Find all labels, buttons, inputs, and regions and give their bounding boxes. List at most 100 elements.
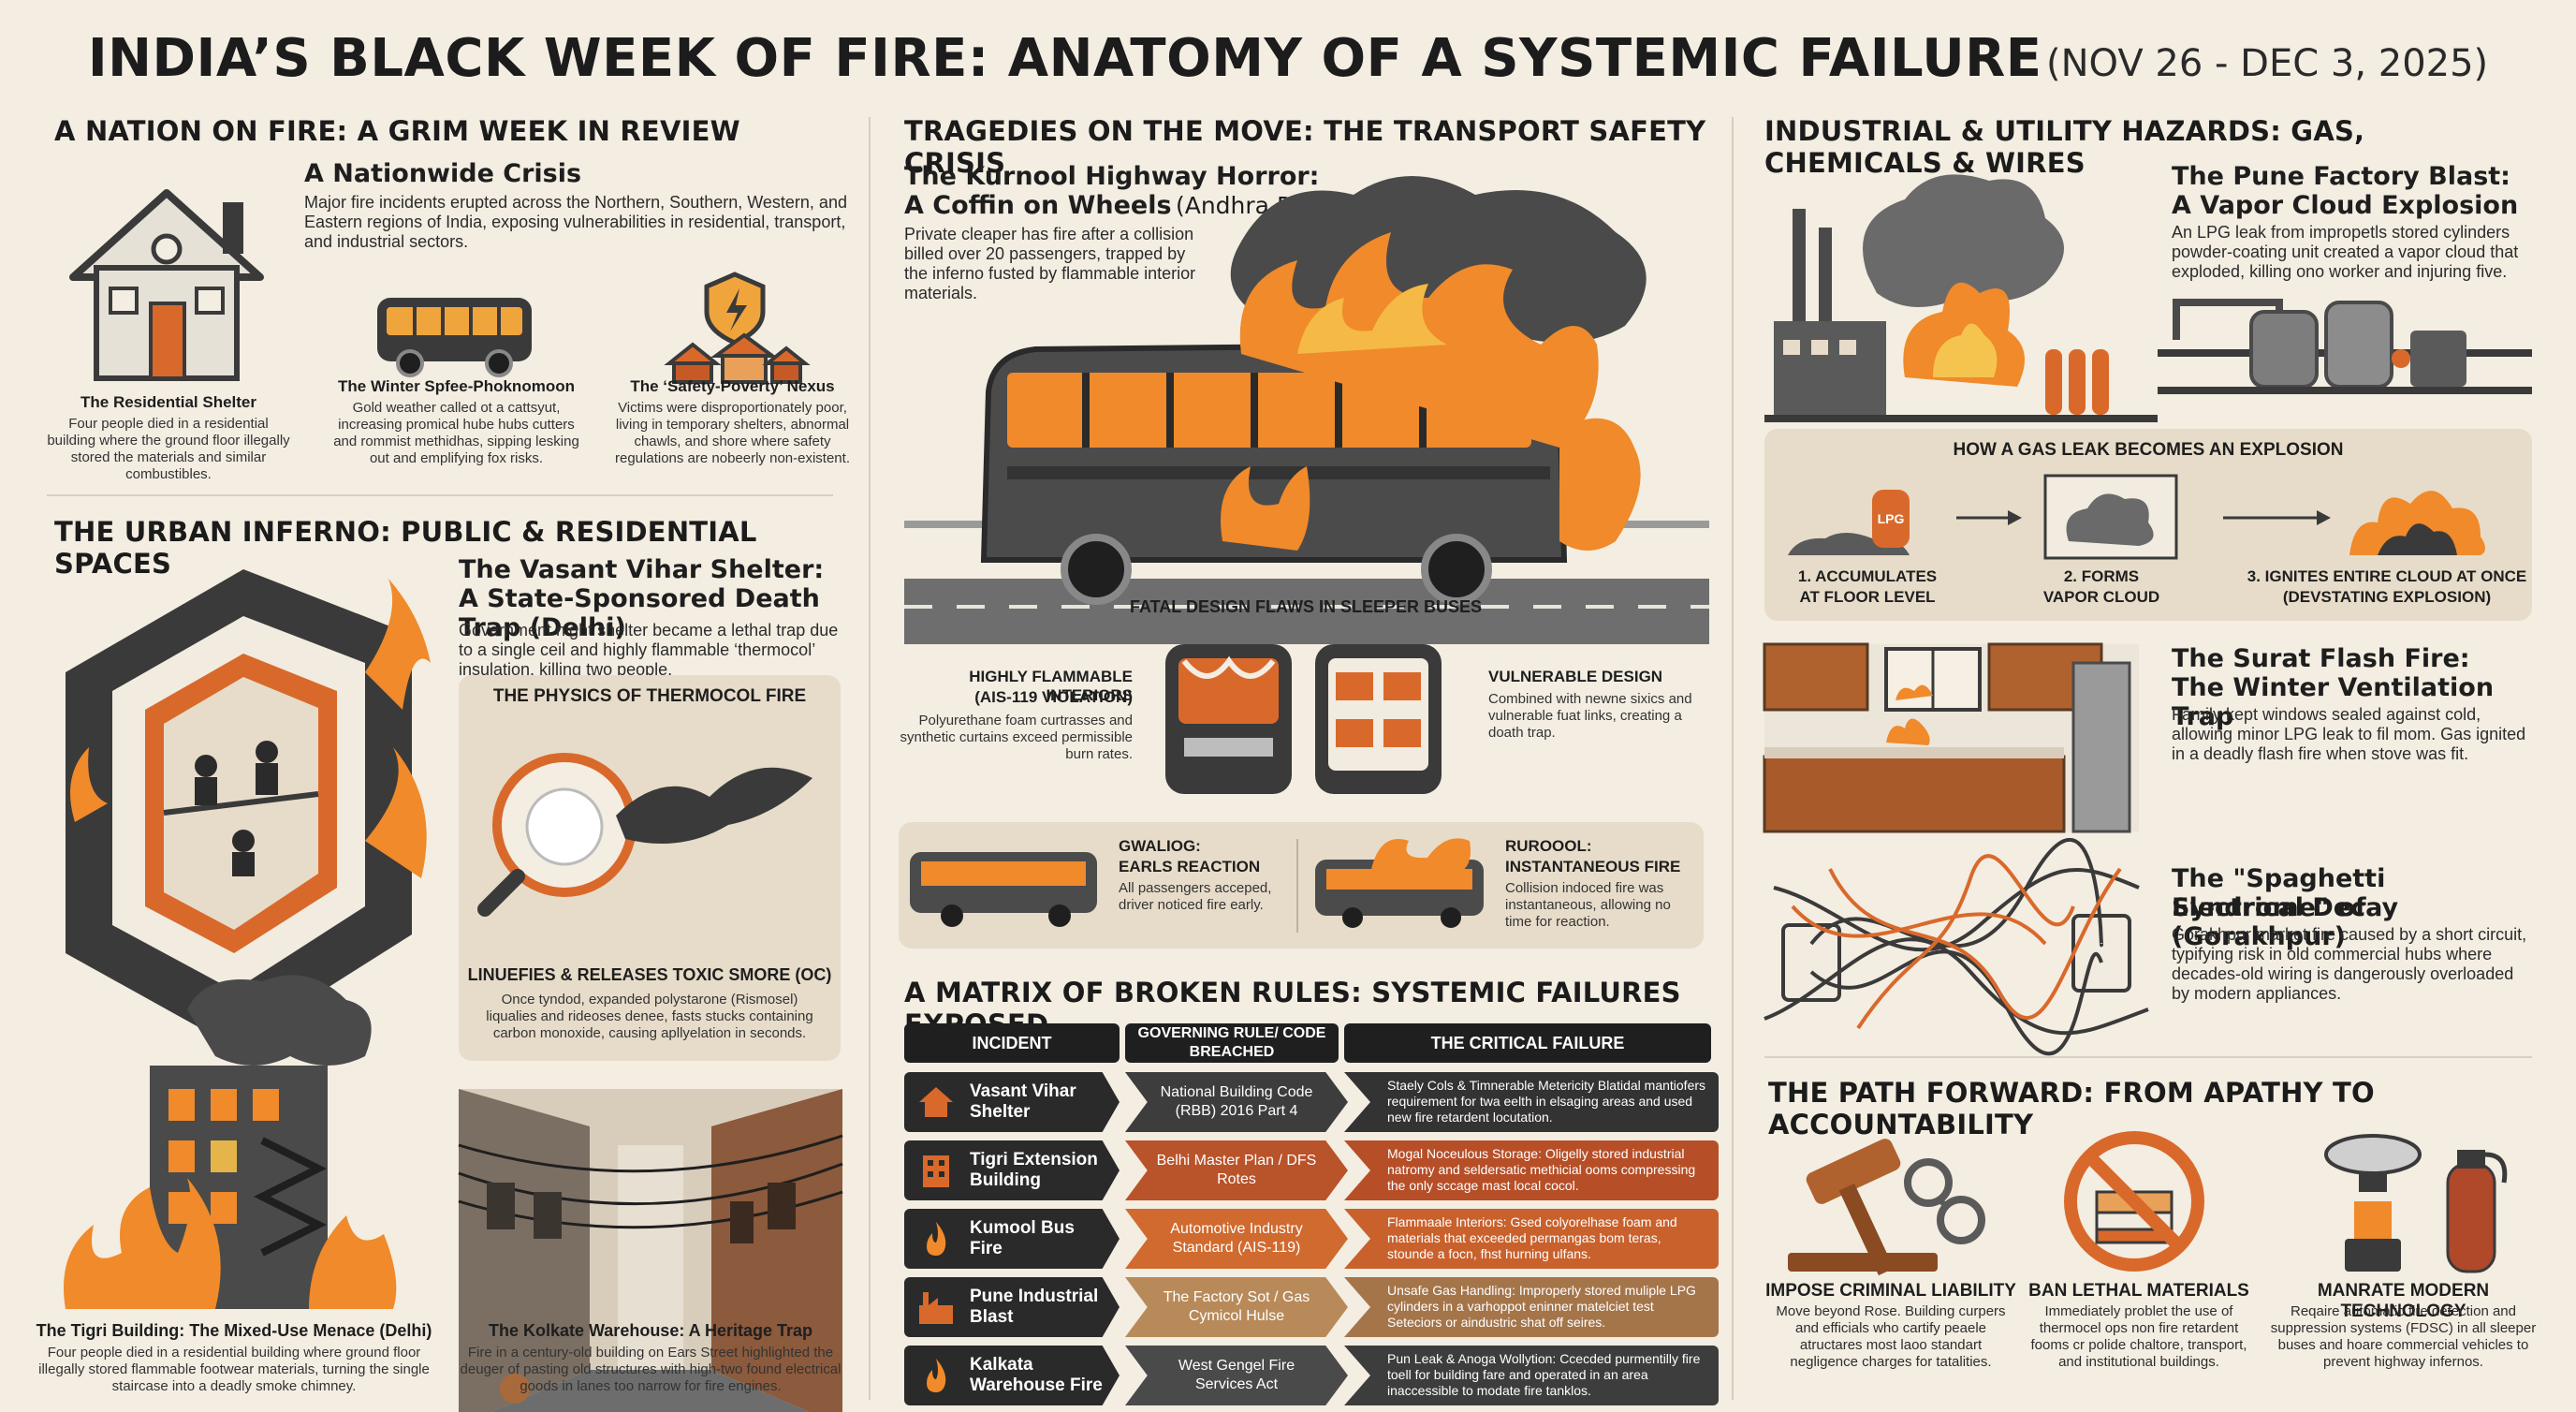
section-heading-nation: A NATION ON FIRE: A GRIM WEEK IN REVIEW (54, 115, 740, 147)
matrix-cell-incident: Vasant Vihar Shelter (904, 1072, 1120, 1132)
section-divider (1764, 1056, 2532, 1058)
thermocol-physics-subheading: LINUEFIES & RELEASES TOXIC SMORE (OC) (467, 965, 832, 984)
thermocol-physics-text: Once tyndod, expanded polystarone (Rismo… (486, 992, 813, 1041)
crisis-title: A Nationwide Crisis (304, 159, 582, 188)
vasant-title-1: The Vasant Vihar Shelter: (459, 555, 825, 584)
title-dates: (NOV 26 - DEC 3, 2025) (2046, 42, 2489, 85)
flame-icon (927, 1359, 946, 1392)
ban-materials-icon (2064, 1131, 2204, 1272)
matrix-cell-incident: Tigri Extension Building (904, 1140, 1120, 1200)
kurnool-title-1: The Kurnool Highway Horror: (904, 162, 1320, 191)
matrix-cell-incident: Kumool Bus Fire (904, 1209, 1120, 1269)
kolkata-alley-illustration (458, 1089, 843, 1412)
matrix-cell-failure: Staely Cols & Timnerable Metericity Blat… (1344, 1072, 1719, 1132)
compare-right-text: Collision indoced fire was instantaneous… (1505, 880, 1671, 930)
item-title-nexus: The ‘Safety-Poverty’ Nexus (630, 377, 835, 395)
kitchen-illustration (1763, 642, 2139, 833)
forward-text-ban: Immediately problet the use of thermocel… (2030, 1303, 2247, 1370)
spaghetti-title-1: The "Spaghetti Syndrome" of (2172, 864, 2386, 922)
house-icon (919, 1087, 953, 1117)
section-heading-industrial: INDUSTRIAL & UTILITY HAZARDS: GAS, CHEMI… (1764, 115, 2365, 179)
shelter-cutaway-illustration (66, 569, 431, 1047)
compare-right-title-2: INSTANTANEOUS FIRE (1505, 858, 1681, 875)
column-divider (869, 117, 871, 1400)
matrix-incident-label: Pune Industrial Blast (970, 1287, 1099, 1327)
bus-icon (377, 298, 532, 377)
column-transport: TRAGEDIES ON THE MOVE: THE TRANSPORT SAF… (899, 110, 1719, 1405)
matrix-cell-incident: Kalkata Warehouse Fire (904, 1346, 1120, 1405)
item-title-residential: The Residential Shelter (80, 393, 256, 411)
gas-step-3-line2: (DEVSTATING EXPLOSION) (2282, 588, 2492, 606)
table-row: Pune Industrial Blast The Factory Sot / … (904, 1277, 1719, 1337)
comparison-divider (1296, 839, 1298, 933)
house-icon (69, 189, 264, 381)
matrix-incident-label: Kumool Bus Fire (970, 1218, 1075, 1258)
forward-heading: THE PATH FORWARD: FROM APATHY TO ACCOUNT… (1768, 1077, 2375, 1140)
matrix-incident-label: Tigri Extension Building (970, 1150, 1098, 1190)
gas-leak-steps-diagram: LPG (1788, 474, 2485, 560)
flaw-right-title: VULNERABLE DESIGN (1488, 668, 1663, 685)
matrix-col-incident: INCIDENT (904, 1023, 1120, 1063)
vasant-text: Government night shelter became a lethal… (459, 621, 839, 679)
kurnool-title-2: A Coffin on Wheels (904, 191, 1172, 220)
tigri-text: Four people died in a residential buildi… (38, 1345, 430, 1394)
matrix-cell-failure: Flammaale Interiors: Gsed colyorelhase f… (1344, 1209, 1719, 1269)
matrix-incident-label: Kalkata Warehouse Fire (970, 1355, 1103, 1395)
vasant-title-2: A State-Sponsored Death Trap (Delhi) (459, 584, 820, 642)
factory-icon (919, 1292, 953, 1324)
gas-leak-panel: HOW A GAS LEAK BECOMES AN EXPLOSION LPG … (1764, 429, 2532, 621)
flaw-left-title-1: HIGHLY FLAMMABLE INTERIORS (969, 668, 1133, 704)
surat-title-1: The Surat Flash Fire: (2172, 644, 2470, 673)
shelter-shield-icon (664, 272, 811, 384)
flaw-left-text: Polyurethane foam curtrasses and synthet… (900, 713, 1133, 762)
title-main: INDIA’S BLACK WEEK OF FIRE: ANATOMY OF A… (87, 28, 2042, 89)
lpg-cylinder-label: LPG (1878, 511, 1905, 526)
table-row: Kumool Bus Fire Automotive Industry Stan… (904, 1209, 1719, 1269)
fire-detection-extinguisher-icon (2324, 1134, 2508, 1273)
compare-left-title-1: GWALIOG: (1119, 837, 1201, 855)
section-heading-transport: TRAGEDIES ON THE MOVE: THE TRANSPORT SAF… (904, 115, 1706, 179)
surat-title-2: The Winter Ventilation Trap (2172, 673, 2495, 731)
matrix-cell-failure: Pun Leak & Anoga Wollytion: Ccecded purm… (1344, 1346, 1719, 1405)
table-row: Tigri Extension Building Belhi Master Pl… (904, 1140, 1719, 1200)
matrix-cell-rule: West Gengel Fire Services Act (1125, 1346, 1348, 1405)
gas-step-2-line2: VAPOR CLOUD (2042, 588, 2160, 606)
flaw-right-text: Combined with newne sixics and vulnerabl… (1488, 691, 1692, 741)
pune-text: An LPG leak from impropetls stored cylin… (2172, 223, 2519, 281)
burning-bus-illustration (904, 176, 1709, 644)
table-row: Kalkata Warehouse Fire West Gengel Fire … (904, 1346, 1719, 1405)
compare-right-title-1: RUROOOL: (1505, 837, 1592, 855)
magnifier-smoke-icon (477, 753, 812, 917)
kolkata-text: Fire in a century-old building on Ears S… (460, 1345, 842, 1394)
gas-step-3-line1: 3. IGNITES ENTIRE CLOUD AT ONCE (2247, 567, 2527, 585)
item-text-residential: Four people died in a residential buildi… (47, 416, 290, 482)
matrix-cell-failure: Mogal Noceulous Storage: Oligelly stored… (1344, 1140, 1719, 1200)
forward-title-liability: IMPOSE CRIMINAL LIABILITY (1765, 1281, 2016, 1301)
gas-tanks-illustration (2158, 299, 2532, 394)
crisis-text: Major fire incidents erupted across the … (304, 193, 847, 251)
gavel-handcuffs-icon (1788, 1139, 1985, 1276)
pune-title-2: A Vapor Cloud Explosion (2172, 191, 2519, 220)
flame-icon (927, 1222, 946, 1256)
flaws-heading: FATAL DESIGN FLAWS IN SLEEPER BUSES (1129, 597, 1483, 616)
compare-left-title-2: EARLS REACTION (1119, 858, 1261, 875)
building-icon (923, 1155, 949, 1187)
forward-title-technology: MANRATE MODERN TECHNOLOGY (2317, 1281, 2490, 1321)
gas-step-1-line1: 1. ACCUMULATES (1797, 567, 1938, 585)
item-text-nexus: Victims were disproportionately poor, li… (615, 400, 850, 466)
spaghetti-title-2: Electrical Decay (Gorakhpur) (2172, 893, 2399, 951)
column-divider (1732, 117, 1734, 1400)
compare-left-text: All passengers acceped, driver noticed f… (1119, 880, 1272, 913)
matrix-table: INCIDENT GOVERNING RULE/ CODE BREACHED T… (904, 1023, 1719, 1412)
matrix-cell-rule: National Building Code (RBB) 2016 Part 4 (1125, 1072, 1348, 1132)
matrix-cell-incident: Pune Industrial Blast (904, 1277, 1120, 1337)
table-row: Vasant Vihar Shelter National Building C… (904, 1072, 1719, 1132)
gas-leak-heading: HOW A GAS LEAK BECOMES AN EXPLOSION (1953, 440, 2344, 460)
factory-explosion-illustration (1764, 174, 2158, 422)
sleeper-bus-cross-section-icon (1165, 644, 1442, 794)
tigri-title: The Tigri Building: The Mixed-Use Menace… (36, 1321, 432, 1340)
section-divider (47, 494, 833, 496)
pune-title-1: The Pune Factory Blast: (2172, 162, 2510, 191)
matrix-col-rule: GOVERNING RULE/ CODE BREACHED (1125, 1023, 1339, 1063)
matrix-col-failure: THE CRITICAL FAILURE (1344, 1023, 1711, 1063)
